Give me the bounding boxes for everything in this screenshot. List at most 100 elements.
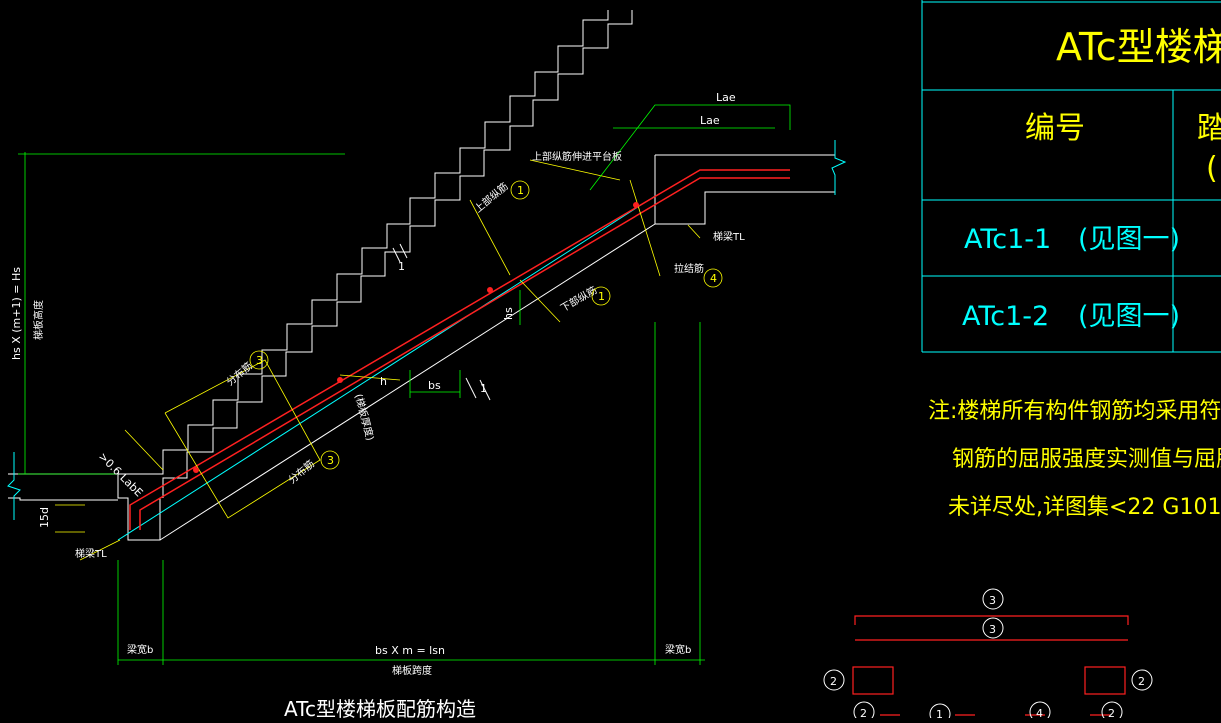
- section-mark-upper-a: [392, 247, 401, 263]
- detail-rebar-2-left: [852, 666, 894, 695]
- note-line-3: 未详尽处,详图集<22 G101-2 >。: [948, 495, 1221, 520]
- lower-rebar-number: 1: [598, 290, 605, 303]
- detail-no-bottom-4: 2: [1108, 707, 1115, 718]
- stair-outline: [8, 0, 835, 541]
- table-row1-ref: (见图一): [1078, 224, 1180, 255]
- table-col-step: 踏: [1197, 111, 1221, 146]
- dist-lower-label: 分布筋: [286, 457, 317, 486]
- leader-lower-rebar: [519, 279, 561, 323]
- beam-bottom-label: 梯梁TL: [75, 547, 107, 560]
- dimension-lines: [18, 104, 791, 665]
- break-right: [831, 140, 847, 195]
- lae-outer-label: Lae: [716, 91, 736, 104]
- detail-no-top-1: 3: [989, 594, 996, 607]
- h-label: h: [380, 375, 387, 388]
- slab-lines: [117, 195, 656, 541]
- beam-width-right: 梁宽b: [665, 643, 691, 656]
- leader-lines: [55, 159, 701, 561]
- leader-upper-rebar: [469, 199, 511, 276]
- lae-outer-dim: [589, 104, 791, 191]
- lower-rebar-circle: [591, 286, 611, 306]
- table-row2-ref: (见图一): [1078, 301, 1180, 332]
- height-dim-sub: 梯板高度: [32, 300, 45, 340]
- bs-label: bs: [428, 379, 441, 392]
- break-symbols: [7, 140, 847, 520]
- table-col-step-sub: (: [1206, 151, 1218, 186]
- section-marks: [392, 243, 491, 401]
- upper-rebar-label: 上部纵筋: [472, 180, 511, 216]
- top-rebar-anchor-label: 上部纵筋伸进平台板: [532, 150, 622, 163]
- lower-rebar-line: [139, 177, 790, 530]
- detail-circle-right: [1131, 669, 1153, 691]
- edge-rebar-label: 拉结筋: [674, 262, 704, 275]
- edge-rebar-circle: [703, 268, 723, 288]
- dist-upper-number: 3: [256, 354, 263, 367]
- section-mark-lower-a: [465, 377, 477, 399]
- upper-rebar-number: 1: [517, 184, 524, 197]
- detail-no-bottom-3: 4: [1036, 707, 1043, 718]
- break-left: [7, 452, 21, 520]
- leader-anchor: [529, 159, 621, 181]
- dist-lower-circle: [320, 450, 340, 470]
- mask-rect: [160, 0, 650, 10]
- fifteen-d-label: 15d: [38, 507, 51, 528]
- leader-dist-upper: [164, 359, 321, 519]
- detail-circle-bottom-2: [929, 703, 951, 723]
- leader-beam-bottom: [79, 539, 121, 561]
- section-mark-lower-b: [479, 379, 491, 401]
- leader-beam-top: [687, 224, 701, 239]
- hs-label: hs: [502, 307, 515, 320]
- step-profile: [118, 0, 609, 475]
- rebar-group: [129, 169, 790, 530]
- slab-underside: [159, 223, 656, 541]
- beam-top-label: 梯梁TL: [713, 230, 745, 243]
- upper-rebar-circle: [510, 180, 530, 200]
- span-dim-label: bs X m = lsn: [375, 644, 445, 657]
- detail-circle-left: [823, 669, 845, 691]
- detail-no-top-2: 3: [989, 623, 996, 636]
- rebar-dot: [487, 287, 493, 293]
- rebar-dot: [193, 467, 199, 473]
- dist-lower-number: 3: [327, 454, 334, 467]
- section-mark-upper: 1: [398, 260, 405, 273]
- detail-rebar-3-top: [854, 615, 1129, 625]
- detail-no-right: 2: [1138, 675, 1145, 688]
- leader-edge-rebar: [629, 179, 661, 277]
- rebar-dot: [337, 377, 343, 383]
- detail-no-bottom-2: 1: [936, 708, 943, 718]
- dist-upper-circle: [249, 350, 269, 370]
- detail-no-left: 2: [830, 675, 837, 688]
- detail-circle-top-1: [982, 588, 1004, 610]
- note-line-2: 钢筋的屈服强度实测值与屈服强度标: [952, 447, 1221, 472]
- detail-rebar-2-right: [1084, 666, 1126, 695]
- lae-inner-label: Lae: [700, 114, 720, 127]
- table-title: ATc型楼梯板配: [1056, 25, 1221, 69]
- detail-circle-top-2: [982, 617, 1004, 639]
- section-mark-upper-b: [399, 243, 408, 259]
- lower-beam-outline: [8, 497, 118, 501]
- detail-sketches: 3 3 2 2 2 1 4 2: [823, 588, 1153, 723]
- detail-no-bottom-1: 2: [860, 707, 867, 718]
- drawing-caption: ATc型楼梯板配筋构造: [284, 697, 476, 718]
- step-profile-line: [118, 0, 609, 475]
- table-row1-code: ATc1-1: [964, 224, 1051, 255]
- upper-rebar-line: [129, 169, 790, 530]
- drawing-labels: Lae Lae 上部纵筋伸进平台板 梯梁TL 上部纵筋 1 下部纵筋 1 分布筋…: [10, 91, 745, 721]
- table-row2-code: ATc1-2: [962, 301, 1049, 332]
- notes: 注:楼梯所有构件钢筋均采用符合抗震性 钢筋的屈服强度实测值与屈服强度标 未详尽处…: [928, 399, 1221, 520]
- height-dim-label: hs X (m+1) = Hs: [10, 267, 23, 360]
- rebar-dot: [633, 202, 639, 208]
- table-text: ATc型楼梯板配 编号 踏 ( ATc1-1 (见图一) ATc1-2 (见图一…: [962, 25, 1221, 332]
- leader-anchor-len: [124, 429, 164, 471]
- span-dim-sub: 梯板跨度: [392, 664, 432, 677]
- rebar-table: [921, 0, 1221, 353]
- anchor-len-label: >0.6 LabE: [96, 450, 146, 500]
- upper-beam-outline: [655, 191, 835, 225]
- beam-width-left: 梁宽b: [127, 643, 153, 656]
- stair-steps: [162, 0, 633, 498]
- table-col-code: 编号: [1025, 111, 1085, 146]
- lower-rebar-label: 下部纵筋: [558, 283, 599, 314]
- rebar-dots: [193, 202, 639, 473]
